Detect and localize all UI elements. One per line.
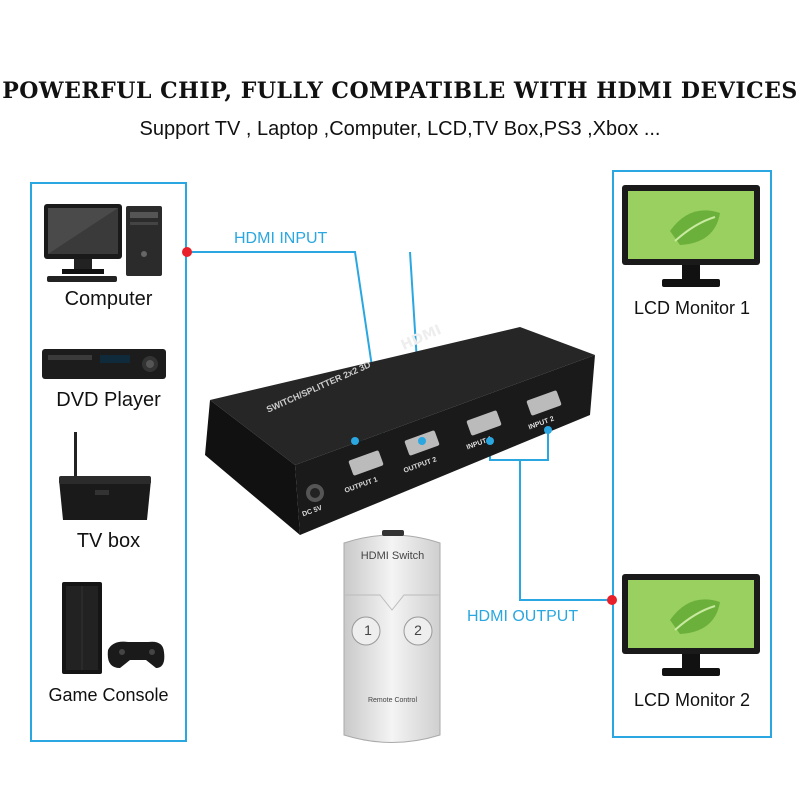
- tv-box-icon: [59, 432, 151, 520]
- source-devices-panel: [30, 182, 187, 742]
- game-console-icon: [62, 582, 165, 674]
- subline: Support TV , Laptop ,Computer, LCD,TV Bo…: [139, 118, 661, 140]
- dvd-player-icon: [42, 349, 166, 379]
- computer-icon: [44, 204, 162, 282]
- remote-button-1[interactable]: 1: [364, 622, 372, 638]
- monitor-icon: [622, 185, 760, 287]
- output-dot: [607, 595, 617, 605]
- hdmi-switch-device: [205, 327, 595, 535]
- input-dot: [182, 247, 192, 257]
- output-label-monitor-2: LCD Monitor 2: [633, 690, 751, 710]
- headline: POWERFUL CHIP, FULLY COMPATIBLE WITH HDM…: [2, 78, 798, 104]
- source-label-dvd-player: DVD Player: [56, 389, 161, 411]
- remote-button-2[interactable]: 2: [414, 622, 422, 638]
- source-label-game-console: Game Console: [48, 685, 169, 705]
- remote-control: [343, 530, 441, 743]
- output-devices-panel: [612, 170, 772, 738]
- hdmi-output-label: HDMI OUTPUT: [467, 608, 579, 625]
- monitor-icon: [622, 574, 760, 676]
- remote-footer: Remote Control: [367, 697, 418, 704]
- source-label-tv-box: TV box: [76, 530, 141, 552]
- source-label-computer: Computer: [64, 288, 153, 310]
- remote-title: HDMI Switch: [360, 550, 425, 562]
- output-label-monitor-1: LCD Monitor 1: [633, 298, 751, 318]
- hdmi-input-label: HDMI INPUT: [234, 230, 328, 247]
- hdmi-output-line: [519, 460, 612, 601]
